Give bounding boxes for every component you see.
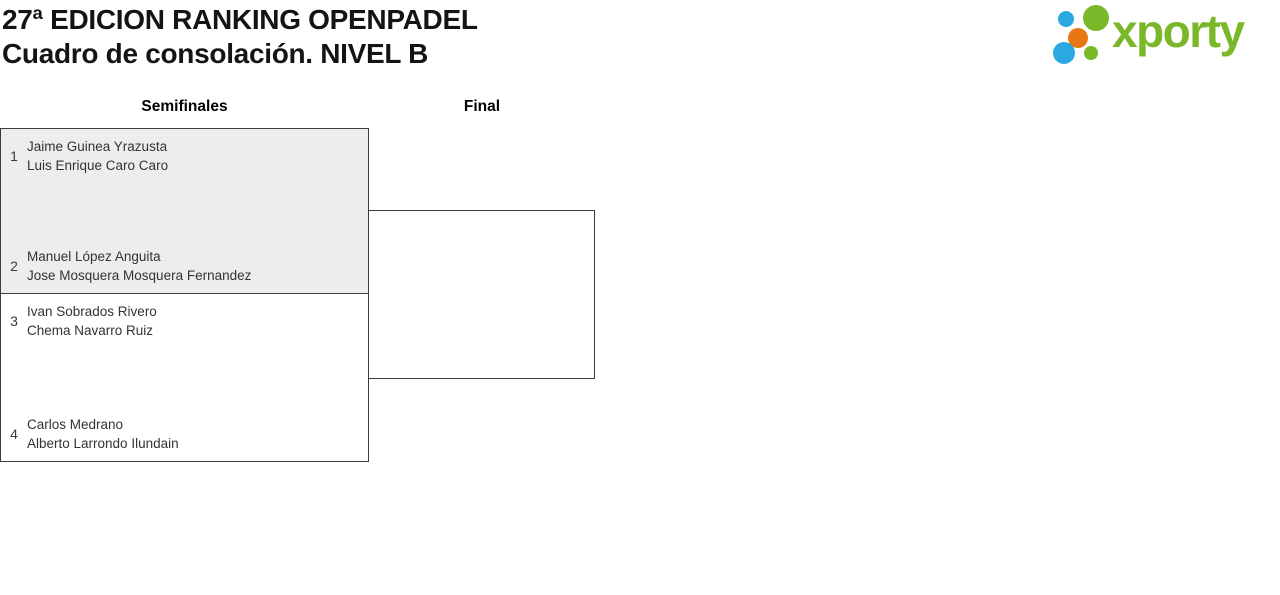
player-name: Alberto Larrondo Ilundain: [27, 436, 179, 451]
match-box-semifinal-1[interactable]: 1 Jaime Guinea Yrazusta Luis Enrique Car…: [0, 128, 369, 294]
team-players: Ivan Sobrados Rivero Chema Navarro Ruiz: [27, 302, 157, 340]
match-box-semifinal-2[interactable]: 3 Ivan Sobrados Rivero Chema Navarro Rui…: [0, 293, 369, 462]
xporty-wordmark: xporty: [1112, 5, 1245, 57]
match-box-final[interactable]: [368, 210, 595, 379]
player-name: Carlos Medrano: [27, 417, 124, 432]
logo-dot-blue-small: [1058, 11, 1074, 27]
player-name: Jaime Guinea Yrazusta: [27, 139, 168, 154]
seed-number: 4: [10, 426, 18, 442]
logo-dot-green-large: [1083, 5, 1109, 31]
seed-number: 1: [10, 148, 18, 164]
round-header-final: Final: [463, 98, 501, 115]
logo-dot-orange: [1068, 28, 1088, 48]
page-title: 27ª EDICION RANKING OPENPADEL: [2, 4, 478, 35]
seat-3: 3 Ivan Sobrados Rivero Chema Navarro Rui…: [7, 302, 360, 340]
xporty-logo: xporty: [1050, 0, 1280, 70]
player-name: Luis Enrique Caro Caro: [27, 158, 169, 173]
seat-4: 4 Carlos Medrano Alberto Larrondo Ilunda…: [7, 415, 360, 453]
player-name: Chema Navarro Ruiz: [27, 323, 154, 338]
player-name: Manuel López Anguita: [27, 249, 161, 264]
player-name: Ivan Sobrados Rivero: [27, 304, 157, 319]
team-players: Carlos Medrano Alberto Larrondo Ilundain: [27, 415, 179, 453]
team-players: Manuel López Anguita Jose Mosquera Mosqu…: [27, 247, 251, 285]
player-name: Jose Mosquera Mosquera Fernandez: [27, 268, 252, 283]
seat-1: 1 Jaime Guinea Yrazusta Luis Enrique Car…: [7, 137, 360, 175]
seed-number: 2: [10, 258, 18, 274]
title-block: 27ª EDICION RANKING OPENPADEL Cuadro de …: [2, 3, 478, 71]
seed-number: 3: [10, 313, 18, 329]
logo-dot-green-small: [1084, 46, 1098, 60]
team-players: Jaime Guinea Yrazusta Luis Enrique Caro …: [27, 137, 168, 175]
logo-dot-blue-large: [1053, 42, 1075, 64]
seat-2: 2 Manuel López Anguita Jose Mosquera Mos…: [7, 247, 360, 285]
page-subtitle: Cuadro de consolación. NIVEL B: [2, 38, 429, 69]
xporty-logo-icon: [1053, 5, 1109, 64]
round-header-semifinales: Semifinales: [141, 98, 228, 115]
